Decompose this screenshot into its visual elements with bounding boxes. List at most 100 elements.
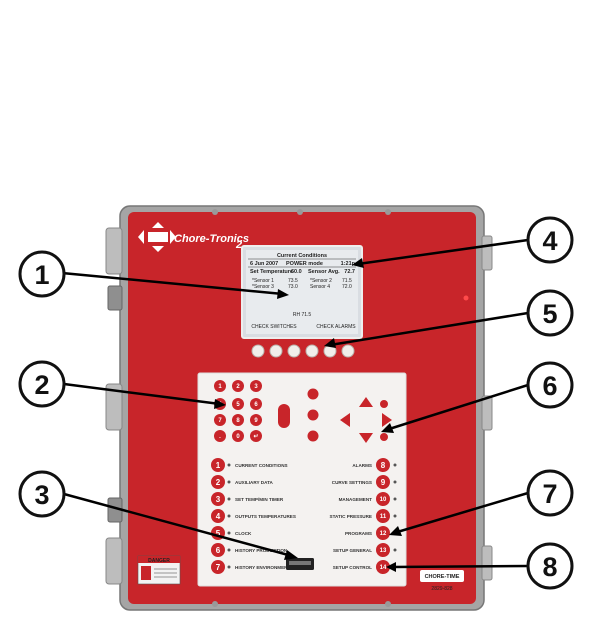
svg-text:CURRENT CONDITIONS: CURRENT CONDITIONS: [235, 463, 288, 468]
svg-text:CURVE SETTINGS: CURVE SETTINGS: [332, 480, 372, 485]
callout-7: 7: [526, 469, 574, 517]
screen-date: 6 Jun 2007: [250, 261, 278, 267]
svg-text:ALARMS: ALARMS: [352, 463, 372, 468]
key-0[interactable]: 0: [232, 430, 244, 442]
svg-text:10: 10: [380, 497, 387, 503]
screen-title: Current Conditions: [277, 253, 327, 259]
menu-item-curve-settings[interactable]: CURVE SETTINGS 9: [332, 475, 397, 489]
sensor-label: *Sensor 2: [310, 278, 332, 284]
key-3[interactable]: 3: [250, 380, 262, 392]
key-decimal[interactable]: .: [214, 430, 226, 442]
clear-key[interactable]: [307, 430, 319, 442]
arrow-right-key[interactable]: [382, 413, 392, 427]
key-7[interactable]: 7: [214, 414, 226, 426]
sensor-label: *Sensor 1: [252, 278, 274, 284]
keypad-panel: [197, 372, 407, 587]
leader-lines: [61, 238, 529, 569]
leader-line-7: [393, 491, 529, 535]
key-8[interactable]: 8: [232, 414, 244, 426]
leader-line-1: [61, 271, 284, 296]
screw: [212, 209, 218, 215]
svg-text:0: 0: [236, 434, 240, 440]
plus-key[interactable]: [307, 388, 319, 400]
chore-time-logo: CHORE-TIME 2829-828: [420, 570, 464, 592]
svg-text:1: 1: [218, 384, 222, 390]
screen-time: 1:21p: [341, 261, 356, 267]
svg-text:.: .: [219, 434, 221, 440]
svg-text:9: 9: [381, 478, 386, 487]
key-6[interactable]: 6: [250, 398, 262, 410]
svg-text:5: 5: [236, 402, 240, 408]
soft-keys: [251, 344, 355, 358]
key-9[interactable]: 9: [250, 414, 262, 426]
svg-text:PROGRAMS: PROGRAMS: [345, 531, 372, 536]
corner-key-top[interactable]: [380, 400, 388, 408]
set-temp-label: Set Temperature: [250, 269, 293, 275]
svg-text:4: 4: [542, 226, 557, 256]
key-enter[interactable]: ↵: [250, 430, 262, 442]
leader-arrowheads: [214, 258, 402, 572]
footer-brand: CHORE-TIME: [425, 574, 460, 580]
clip-right-middle: [481, 395, 493, 431]
function-keys: [307, 388, 319, 442]
soft-key-2[interactable]: [269, 344, 283, 358]
danger-label: DANGER: [137, 555, 181, 585]
logo-suffix: 2: [235, 239, 242, 251]
latch-top: [107, 285, 123, 311]
svg-text:5: 5: [216, 529, 221, 538]
sensor-label: *Sensor 3: [252, 284, 274, 290]
danger-label-text: DANGER: [148, 558, 170, 564]
sensor-avg-value: 72.7: [344, 269, 355, 275]
arrow-up-key[interactable]: [359, 397, 373, 407]
svg-text:6: 6: [216, 546, 221, 555]
svg-text:3: 3: [216, 495, 221, 504]
clip-right-bottom: [481, 545, 493, 581]
callout-3: 3: [18, 470, 66, 518]
svg-text:3: 3: [254, 384, 258, 390]
svg-text:HISTORY ENVIRONMENT: HISTORY ENVIRONMENT: [235, 565, 290, 570]
svg-text:2: 2: [216, 478, 221, 487]
soft-key-3[interactable]: [287, 344, 301, 358]
leader-line-4: [357, 238, 529, 266]
arrow-pad: [340, 397, 392, 443]
callouts: 1 2 3 4 5 6 7 8: [18, 216, 574, 590]
minus-key[interactable]: [307, 409, 319, 421]
key-5[interactable]: 5: [232, 398, 244, 410]
corner-key-bottom[interactable]: [380, 433, 388, 441]
arrow-left-key[interactable]: [340, 413, 350, 427]
key-2[interactable]: 2: [232, 380, 244, 392]
screw: [385, 601, 391, 607]
callout-1: 1: [18, 250, 66, 298]
svg-text:4: 4: [216, 512, 221, 521]
svg-text:8: 8: [381, 461, 386, 470]
svg-text:3: 3: [34, 480, 49, 510]
hinge-top: [105, 227, 123, 275]
leader-line-5: [329, 311, 529, 347]
sensor-label: Sensor 4: [310, 284, 330, 290]
svg-text:7: 7: [218, 418, 222, 424]
svg-text:STATIC PRESSURE: STATIC PRESSURE: [330, 514, 372, 519]
arrow-down-key[interactable]: [359, 433, 373, 443]
soft-key-4[interactable]: [305, 344, 319, 358]
indicator-light: [463, 295, 469, 301]
card-slot[interactable]: [286, 558, 314, 570]
key-tall[interactable]: [278, 404, 290, 428]
key-1[interactable]: 1: [214, 380, 226, 392]
soft-key-6[interactable]: [341, 344, 355, 358]
sensor-avg-label: Sensor Avg.: [308, 269, 340, 275]
sensor-value: 71.5: [342, 278, 352, 284]
hinge-bottom: [105, 537, 123, 585]
screw: [212, 601, 218, 607]
soft-key-1[interactable]: [251, 344, 265, 358]
screen-footer-code: RH 71.5: [293, 312, 312, 318]
menu-item-alarms[interactable]: ALARMS 8: [352, 458, 397, 472]
